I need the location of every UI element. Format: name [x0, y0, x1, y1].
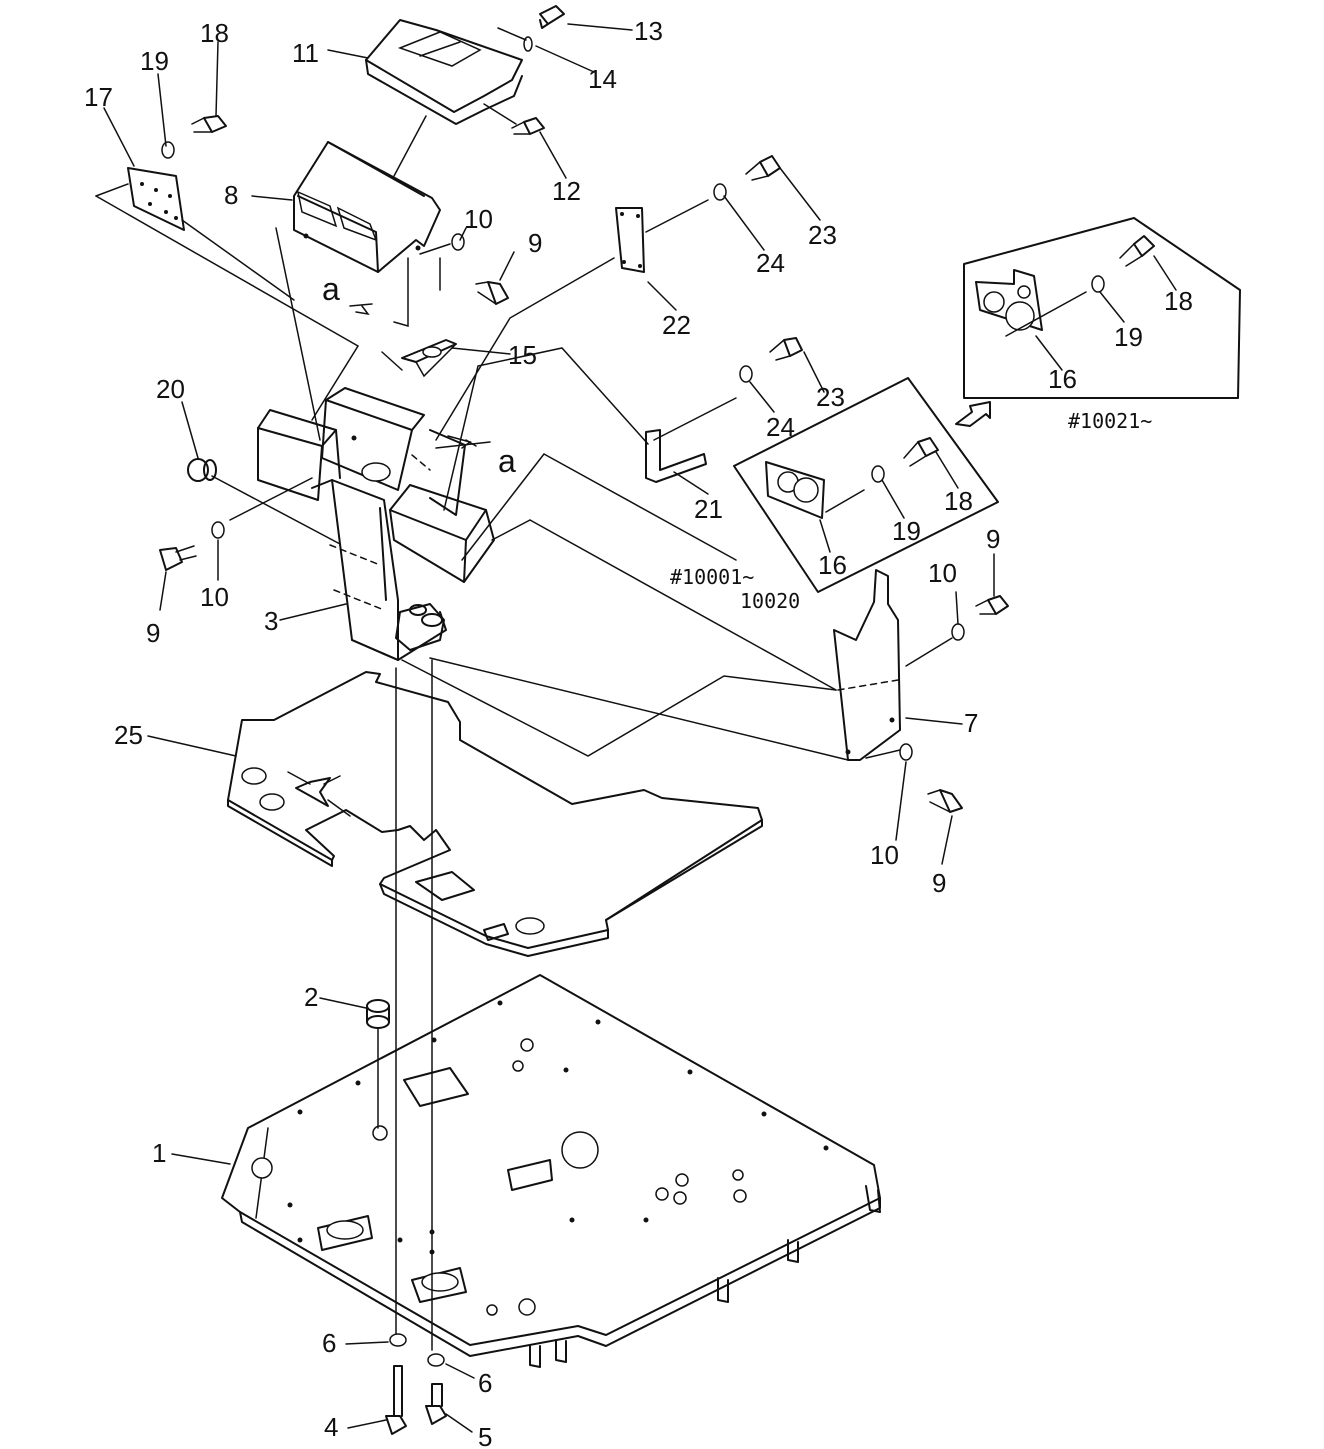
view-marker-a-mid: a: [498, 443, 516, 479]
bracket-21: [645, 429, 707, 483]
console-box-center: [321, 387, 425, 491]
assembly-lines: [95, 27, 1087, 1351]
label-16b: 16: [1048, 364, 1077, 394]
floor-plate: [221, 974, 881, 1368]
label-17: 17: [84, 82, 113, 112]
detail-box-late: [963, 217, 1241, 399]
console-box-right: [389, 484, 495, 583]
label-16a: 16: [818, 550, 847, 580]
label-19b: 19: [892, 516, 921, 546]
view-marker-a-top: a: [322, 271, 340, 307]
label-21: 21: [694, 494, 723, 524]
serial-notes: #10001~ 10020 #10021~: [670, 409, 1152, 613]
serial-range-line1: #10001~: [670, 565, 754, 589]
bracket-15: [401, 339, 457, 378]
floor-mat: [227, 671, 763, 957]
label-24a: 24: [756, 248, 785, 278]
label-9a: 9: [528, 228, 542, 258]
label-6a: 6: [322, 1328, 336, 1358]
console-side-bracket: [411, 429, 466, 516]
label-9d: 9: [932, 868, 946, 898]
label-20: 20: [156, 374, 185, 404]
label-5: 5: [478, 1422, 492, 1449]
label-18a: 18: [200, 18, 229, 48]
label-14: 14: [588, 64, 617, 94]
label-11: 11: [292, 38, 319, 68]
label-13: 13: [634, 16, 663, 46]
label-18c: 18: [1164, 286, 1193, 316]
label-24b: 24: [766, 412, 795, 442]
label-10d: 10: [870, 840, 899, 870]
detail-box-early: [733, 377, 999, 593]
label-19a: 19: [140, 46, 169, 76]
plate-22: [615, 207, 645, 273]
label-25: 25: [114, 720, 143, 750]
label-10c: 10: [928, 558, 957, 588]
label-9c: 9: [986, 524, 1000, 554]
panel-17: [127, 167, 185, 231]
panel-16-late: [975, 269, 1043, 331]
panel-16-early: [765, 461, 825, 519]
label-4: 4: [324, 1412, 338, 1442]
label-18b: 18: [944, 486, 973, 516]
label-2: 2: [304, 982, 318, 1012]
label-9b: 9: [146, 618, 160, 648]
label-22: 22: [662, 310, 691, 340]
view-markers: a a: [322, 271, 516, 479]
serial-from: #10021~: [1068, 409, 1152, 433]
label-10a: 10: [464, 204, 493, 234]
label-8: 8: [224, 180, 238, 210]
label-19c: 19: [1114, 322, 1143, 352]
label-15: 15: [508, 340, 537, 370]
bolts: [159, 5, 1155, 1435]
label-1: 1: [152, 1138, 166, 1168]
washers: [161, 36, 1105, 1367]
label-7: 7: [964, 708, 978, 738]
label-10b: 10: [200, 582, 229, 612]
part-labels: 18 19 17 11 13 14 12 8 10 9 15 23 24 22 …: [84, 16, 1193, 1449]
top-cover: [365, 19, 523, 125]
switch-assembly: [395, 603, 445, 651]
label-12: 12: [552, 176, 581, 206]
detail-arrow: [955, 401, 991, 427]
side-cover: [833, 569, 901, 761]
console-box-left: [257, 409, 341, 501]
label-23b: 23: [816, 382, 845, 412]
label-3: 3: [264, 606, 278, 636]
floor-brackets: [529, 1185, 881, 1368]
front-cover: [293, 141, 441, 273]
control-stand: [311, 479, 447, 661]
serial-range-line2: 10020: [740, 589, 800, 613]
floor-cutouts: [251, 1038, 747, 1316]
label-6b: 6: [478, 1368, 492, 1398]
floor-bolt-dots: [287, 1000, 829, 1255]
label-23a: 23: [808, 220, 837, 250]
leader-lines: [103, 23, 1177, 1433]
